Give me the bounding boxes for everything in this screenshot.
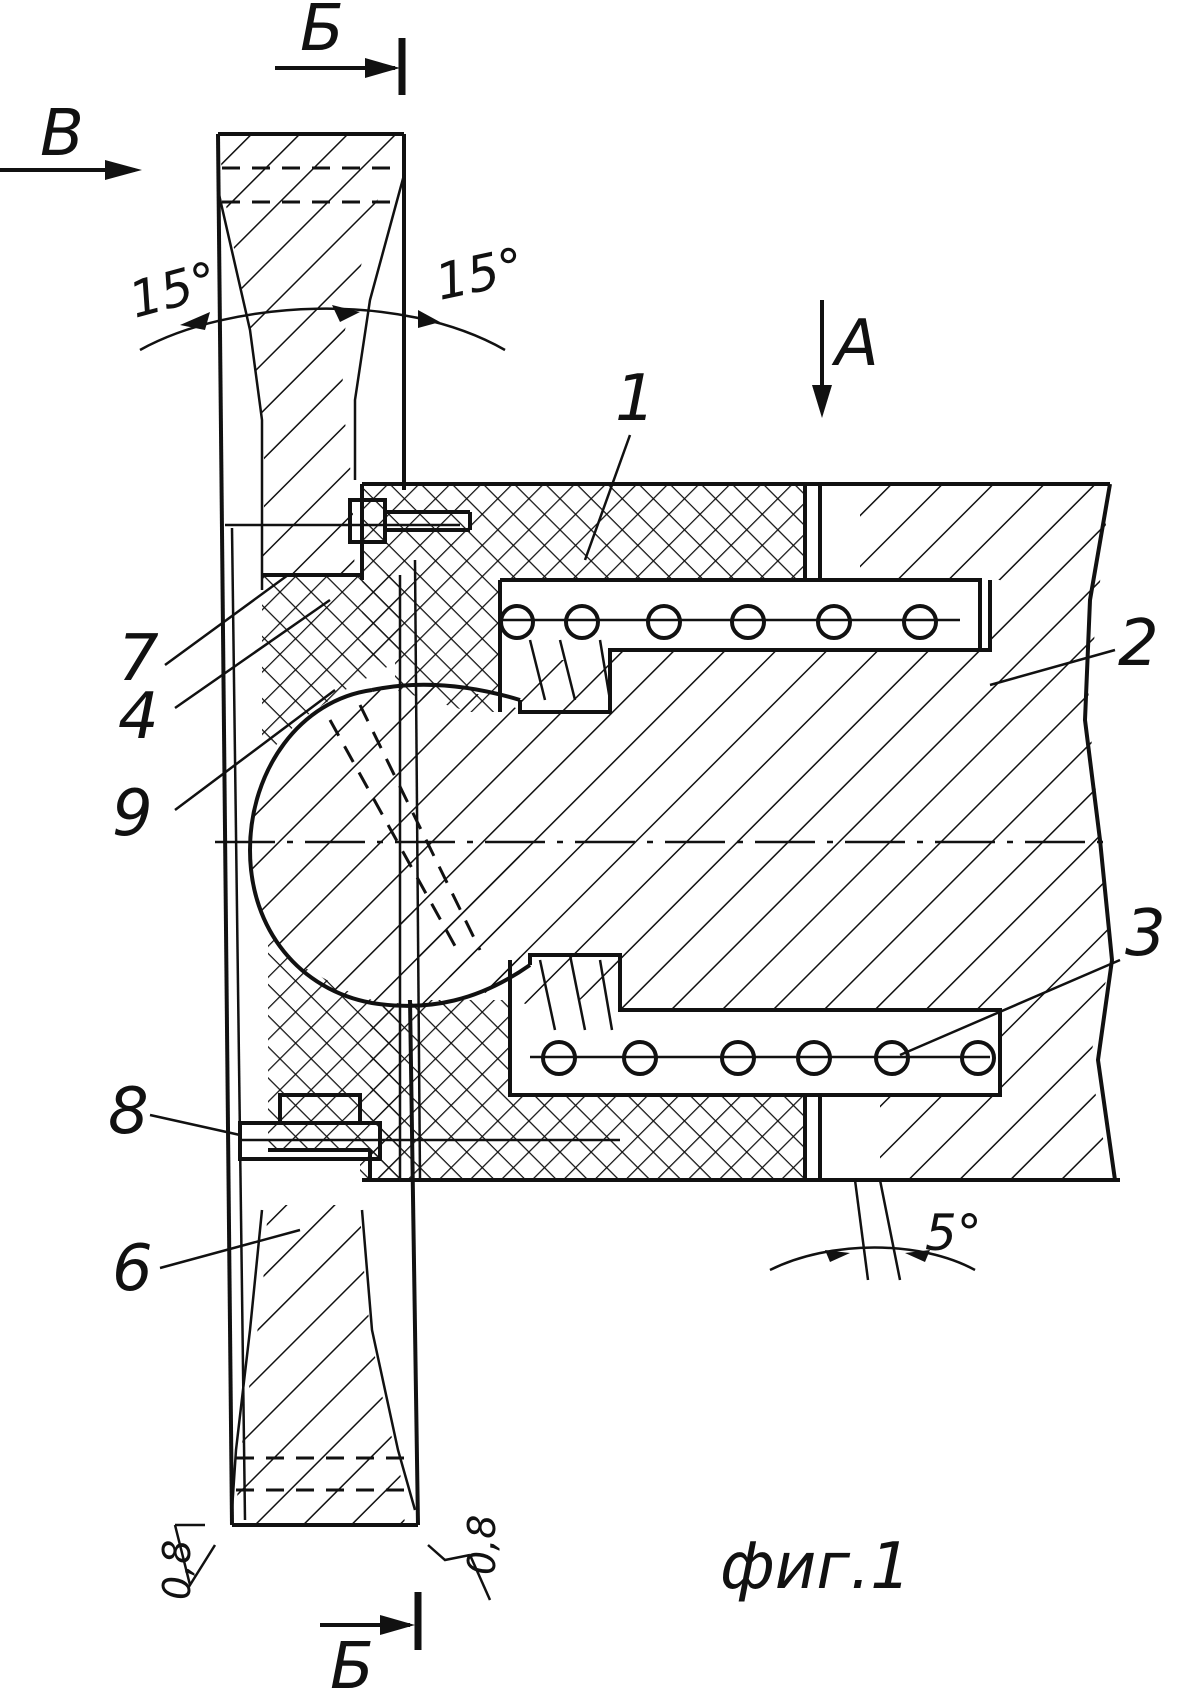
angle-label-bottom: 5° (925, 1204, 982, 1262)
spring-coil (904, 606, 936, 638)
spring-coil (648, 606, 680, 638)
section-label-bottom: Б (330, 1630, 374, 1703)
roughness-label-right: 0,8 (460, 1515, 504, 1575)
part-number-2: 2 (1118, 607, 1159, 681)
part-number-6: 6 (112, 1232, 153, 1306)
view-label-a: А (831, 307, 879, 381)
spring-coil (732, 606, 764, 638)
angle-label-right: 15° (430, 237, 529, 312)
part-number-3: 3 (1125, 897, 1166, 971)
view-arrow-a (812, 300, 832, 418)
part-number-1: 1 (615, 362, 656, 436)
part-number-9: 9 (112, 777, 153, 851)
section-label-top: Б (300, 0, 344, 66)
spring-coil (501, 606, 533, 638)
spring-coil (818, 606, 850, 638)
spring-coil (566, 606, 598, 638)
part-number-7: 7 (118, 622, 159, 696)
part-number-8: 8 (108, 1075, 149, 1149)
angle-label-left: 15° (123, 251, 224, 330)
view-label-b: В (40, 97, 84, 171)
figure-caption: фиг.1 (720, 1530, 911, 1604)
roughness-label-left: 0,8 (155, 1540, 199, 1600)
